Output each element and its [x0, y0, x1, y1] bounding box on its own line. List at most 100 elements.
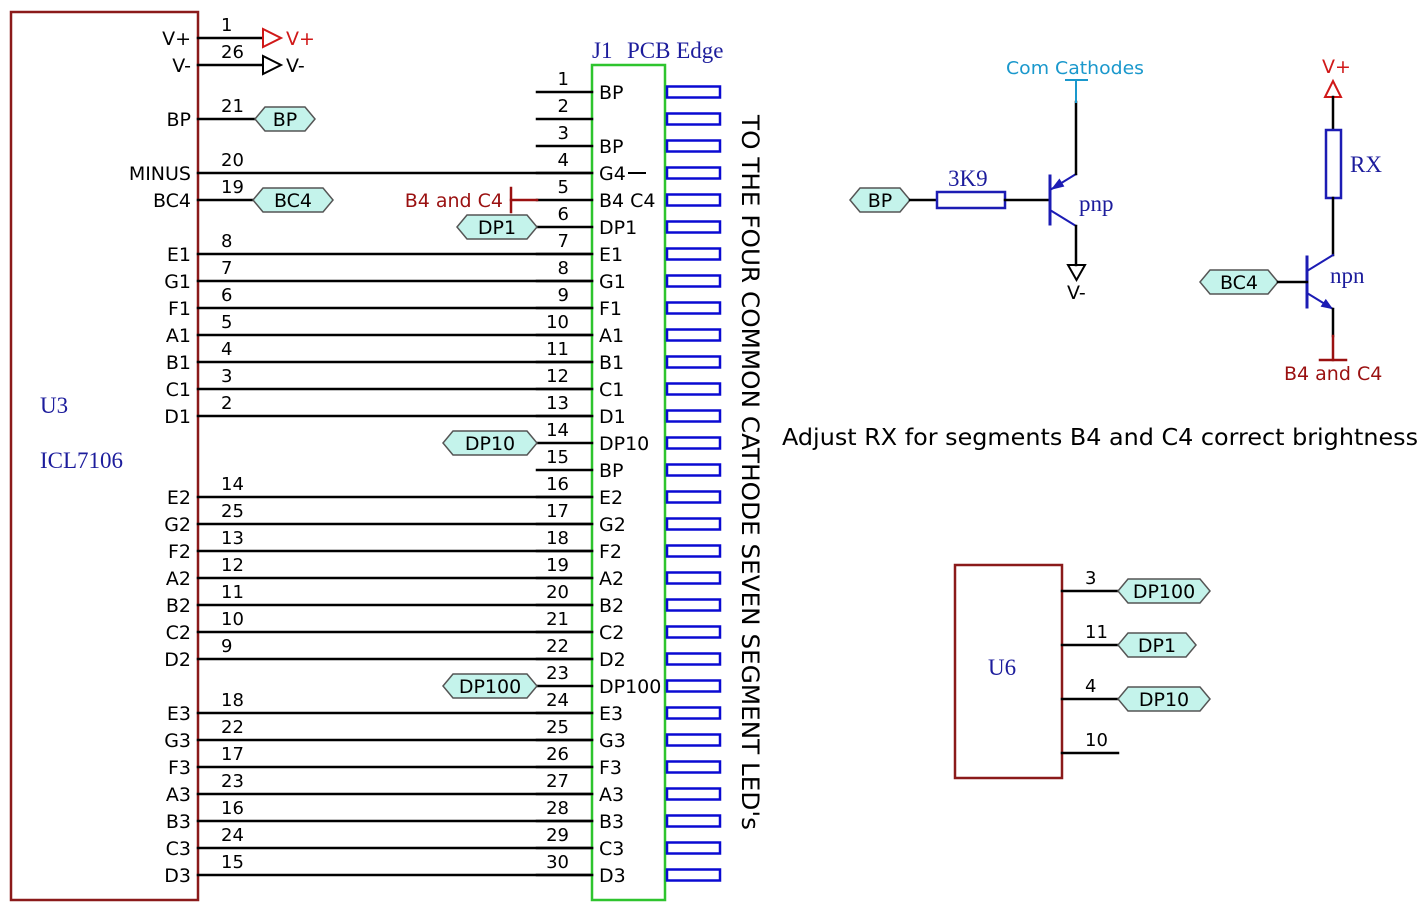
j1-pin-name: E1	[599, 244, 623, 266]
j1-pin-number: 24	[546, 690, 569, 711]
j1-pin-name: E2	[599, 487, 623, 509]
pcb-edge-finger	[665, 787, 722, 801]
brightness-note: Adjust RX for segments B4 and C4 correct…	[782, 425, 1418, 451]
u3-pin-number: 18	[221, 690, 244, 711]
j1-pin-name: C2	[599, 622, 624, 644]
j1-pin-number: 6	[558, 204, 569, 225]
vplus-label: V+	[286, 28, 315, 50]
pcb-edge-finger	[665, 220, 722, 234]
pcb-edge-finger	[665, 409, 722, 423]
pcb-edge-finger	[665, 544, 722, 558]
resistor-value: RX	[1350, 152, 1382, 177]
resistor-value: 3K9	[948, 166, 988, 191]
u3-pin: C13	[166, 366, 594, 401]
power-arrow-icon	[1066, 264, 1087, 283]
u3-body	[9, 10, 200, 902]
pcb-edge-finger	[665, 652, 722, 666]
u3-pin-name: C2	[166, 622, 191, 644]
pcb-edge-finger	[665, 301, 722, 315]
j1-pin-number: 22	[546, 636, 569, 657]
u3-pin-name: E2	[167, 487, 191, 509]
pcb-edge-finger	[665, 706, 722, 720]
u3-pin-number: 3	[221, 366, 232, 387]
j1-pin-number: 18	[546, 528, 569, 549]
j1-pin-name: F2	[599, 541, 622, 563]
vminus-power-port: V-	[1066, 264, 1087, 304]
u3-pin: C2 10	[166, 609, 594, 644]
j1-pin-number: 19	[546, 555, 569, 576]
j1-pin-name: BP	[599, 460, 624, 482]
u3-pin-name: BP	[167, 109, 192, 131]
j1-pin-number: 21	[546, 609, 569, 630]
j1-pin-number: 27	[546, 771, 569, 792]
j1-pin-name: A1	[599, 325, 624, 347]
j1-pin: 9F1	[535, 285, 722, 320]
vminus-label: V-	[286, 55, 305, 77]
j1-pin: 2	[535, 96, 722, 126]
j1-pin-name: A2	[599, 568, 624, 590]
emitter-arrow-icon	[1050, 178, 1065, 190]
pnp-transistor-icon	[1048, 172, 1078, 228]
j1-pin-name: DP1	[599, 217, 637, 239]
net-label-text: BP	[868, 190, 893, 212]
j1-pin-name: G1	[599, 271, 626, 293]
u3-pin: E18	[167, 231, 594, 266]
u3-pin-number: 19	[221, 177, 244, 198]
j1-pin-name: F3	[599, 757, 622, 779]
u3-pin-name: MINUS	[129, 163, 191, 185]
j1-pin: 7E1	[535, 231, 722, 266]
pcb-edge-finger	[665, 679, 722, 693]
net-b4-c4-port: B4 and C4	[405, 186, 539, 214]
u3-pin-number: 8	[221, 231, 232, 252]
u3-pin: V+1	[162, 15, 264, 50]
u3-pin-number: 11	[221, 582, 244, 603]
j1-pin-name: B2	[599, 595, 624, 617]
j1-pin-number: 29	[546, 825, 569, 846]
pcb-edge-finger	[665, 571, 722, 585]
pcb-edge-finger	[665, 328, 722, 342]
net-b4-c4-label: B4 and C4	[405, 190, 503, 212]
u3-pin-number: 15	[221, 852, 244, 873]
j1-pin-name: D3	[599, 865, 626, 887]
j1-pin-number: 8	[558, 258, 569, 279]
net-label-dp10: DP10	[442, 430, 538, 456]
pcb-edge-finger	[665, 274, 722, 288]
net-label-shape	[442, 673, 538, 699]
j1-pin-name: G3	[599, 730, 626, 752]
u3-pin: B14	[166, 339, 594, 374]
j1-pin-number: 14	[546, 420, 569, 441]
j1-pin: 1BP	[535, 69, 722, 104]
u6-pin-number: 10	[1085, 730, 1108, 751]
net-label-shape	[456, 214, 538, 240]
u3-pin-number: 23	[221, 771, 244, 792]
pcb-edge-finger	[665, 382, 722, 396]
u3-pin-number: 10	[221, 609, 244, 630]
u6-body	[953, 563, 1064, 780]
net-label-shape	[254, 106, 316, 132]
net-label-text: DP100	[459, 676, 521, 698]
j1-pin-name: DP10	[599, 433, 649, 455]
resistor-3k9	[935, 190, 1007, 210]
transistor-collector-lead	[1305, 253, 1335, 273]
u3-pin-number: 14	[221, 474, 244, 495]
j1-pin: 3BP	[535, 123, 722, 158]
u3-pin-name: B3	[166, 811, 191, 833]
emitter-arrow-icon	[1320, 298, 1334, 310]
j1-pin-number: 7	[558, 231, 569, 252]
j1-pin-name: DP100	[599, 676, 661, 698]
u3-pin-name: F3	[168, 757, 191, 779]
u3-pin-name: A2	[166, 568, 191, 590]
j1-pin-name: C1	[599, 379, 624, 401]
